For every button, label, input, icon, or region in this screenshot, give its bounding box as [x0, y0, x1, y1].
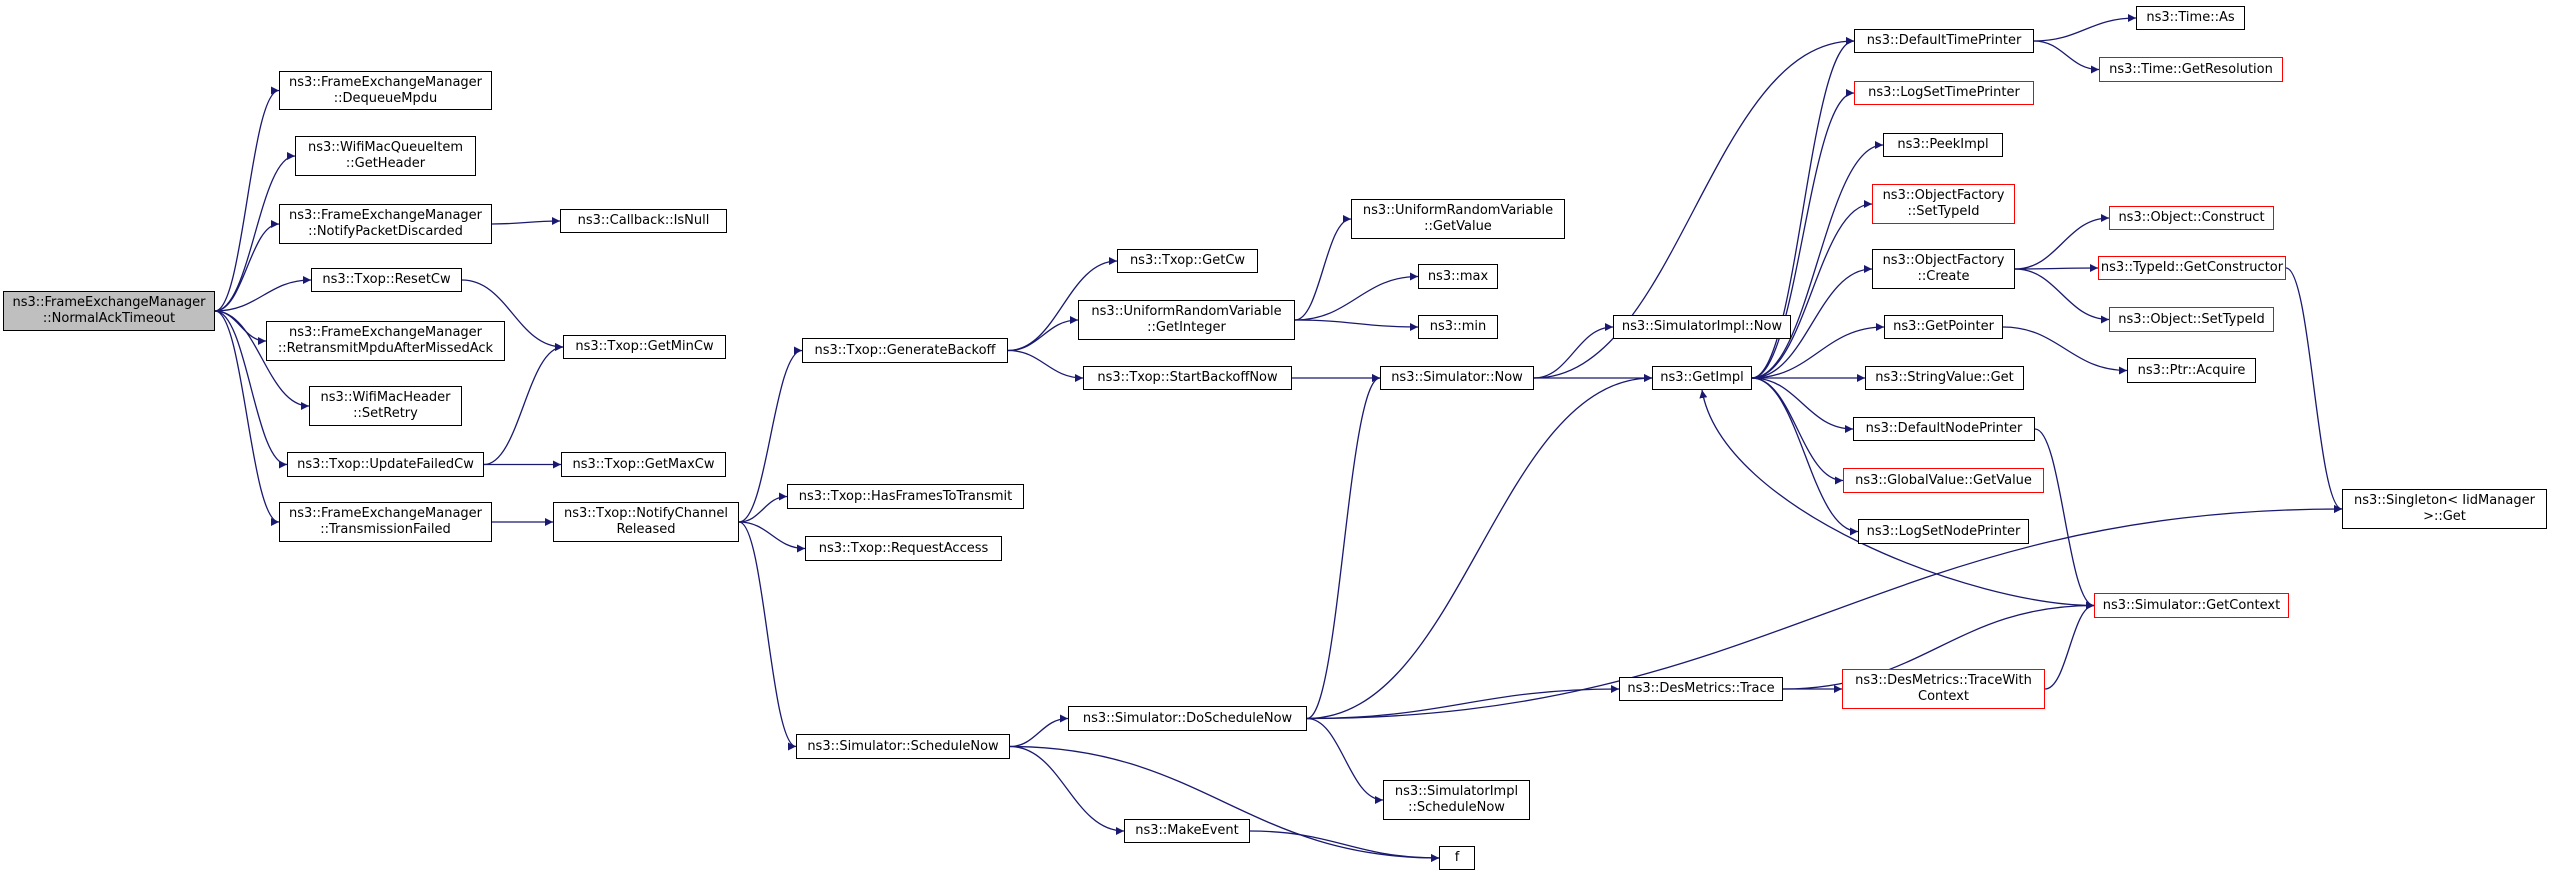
node-get-cw[interactable]: ns3::Txop::GetCw [1117, 249, 1258, 273]
node-log-set-node-printer[interactable]: ns3::LogSetNodePrinter [1858, 519, 2029, 544]
edge-simNow-to-defTimePrinter [1533, 37, 1855, 379]
edge-genBackoff-to-urvGetInt [1007, 316, 1079, 352]
edge-notifyChRel-to-reqAccess [738, 521, 806, 553]
node-urv-get-int[interactable]: ns3::UniformRandomVariable ::GetInteger [1078, 300, 1295, 340]
edge-naTimeout-to-resetCw [214, 276, 312, 312]
node-def-node-printer[interactable]: ns3::DefaultNodePrinter [1853, 417, 2035, 441]
edge-doSchedNow-to-getImpl [1306, 374, 1653, 720]
node-f[interactable]: f [1439, 846, 1475, 870]
node-do-sched-now[interactable]: ns3::Simulator::DoScheduleNow [1068, 706, 1307, 731]
edge-getImpl-to-logSetNodePrinter [1751, 377, 1859, 536]
edge-genBackoff-to-startBackoff [1007, 349, 1084, 382]
node-update-failed-cw[interactable]: ns3::Txop::UpdateFailedCw [287, 452, 484, 477]
node-sv-get[interactable]: ns3::StringValue::Get [1865, 366, 2024, 390]
node-log-set-time-printer[interactable]: ns3::LogSetTimePrinter [1854, 81, 2034, 105]
edge-naTimeout-to-txFailed [214, 310, 280, 526]
node-retransmit[interactable]: ns3::FrameExchangeManager ::RetransmitMp… [266, 321, 505, 361]
node-notify-ch-rel[interactable]: ns3::Txop::NotifyChannel Released [553, 502, 739, 542]
edge-resetCw-to-getMinCw [461, 279, 564, 351]
node-obj-set-type-id[interactable]: ns3::Object::SetTypeId [2109, 307, 2274, 332]
edge-urvGetInt-to-urvGetVal [1294, 215, 1352, 321]
edge-desTrace-to-simGetCtx [1782, 601, 2095, 690]
edge-ofCreate-to-tidGetCtor [2014, 264, 2099, 273]
edge-naTimeout-to-dequeue [214, 86, 280, 312]
node-obj-construct[interactable]: ns3::Object::Construct [2109, 206, 2274, 230]
edge-ofCreate-to-objSetTypeId [2014, 268, 2110, 324]
node-impl-now[interactable]: ns3::SimulatorImpl::Now [1613, 315, 1791, 339]
node-des-trace[interactable]: ns3::DesMetrics::Trace [1619, 677, 1783, 701]
edge-defNodePrinter-to-simGetCtx [2034, 428, 2095, 610]
node-des-trace-ctx[interactable]: ns3::DesMetrics::TraceWith Context [1842, 669, 2045, 709]
node-tid-get-ctor[interactable]: ns3::TypeId::GetConstructor [2098, 256, 2286, 280]
node-def-time-printer[interactable]: ns3::DefaultTimePrinter [1854, 29, 2034, 53]
edge-tidGetCtor-to-singletonGet [2285, 267, 2343, 513]
edge-getImpl-to-logSetTimePrinter [1751, 89, 1855, 379]
node-sim-get-ctx[interactable]: ns3::Simulator::GetContext [2094, 593, 2289, 618]
edge-getImpl-to-ofSetTypeId [1751, 200, 1873, 379]
edge-notifyChRel-to-hasFrames [738, 492, 788, 523]
edge-notifyChRel-to-schedNow [738, 521, 797, 751]
edge-getPointer-to-ptrAcquire [2002, 326, 2128, 375]
node-start-backoff[interactable]: ns3::Txop::StartBackoffNow [1083, 366, 1292, 390]
edge-getImpl-to-defNodePrinter [1751, 377, 1854, 433]
node-get-pointer[interactable]: ns3::GetPointer [1884, 315, 2003, 339]
node-get-header[interactable]: ns3::WifiMacQueueItem ::GetHeader [295, 136, 476, 176]
edge-updateFailedCw-to-getMinCw [483, 343, 564, 466]
edge-notifyDiscard-to-cbIsNull [491, 217, 561, 226]
node-cb-is-null[interactable]: ns3::Callback::IsNull [560, 209, 727, 233]
node-of-create[interactable]: ns3::ObjectFactory ::Create [1872, 249, 2015, 289]
edge-doSchedNow-to-simNow [1306, 374, 1381, 720]
edge-ofCreate-to-objConstruct [2014, 214, 2110, 270]
node-sched-now[interactable]: ns3::Simulator::ScheduleNow [796, 734, 1010, 759]
edge-getImpl-to-peekImpl [1751, 141, 1884, 379]
edge-schedNow-to-f [1009, 745, 1440, 862]
node-singleton-get[interactable]: ns3::Singleton< IidManager >::Get [2342, 489, 2547, 529]
edge-doSchedNow-to-implSchedNow [1306, 717, 1384, 804]
node-max[interactable]: ns3::max [1418, 264, 1498, 289]
node-set-retry[interactable]: ns3::WifiMacHeader ::SetRetry [309, 386, 462, 426]
node-get-max-cw[interactable]: ns3::Txop::GetMaxCw [561, 452, 726, 477]
node-make-event[interactable]: ns3::MakeEvent [1124, 819, 1250, 843]
node-get-min-cw[interactable]: ns3::Txop::GetMinCw [563, 335, 726, 359]
node-tx-failed[interactable]: ns3::FrameExchangeManager ::Transmission… [279, 502, 492, 542]
node-reset-cw[interactable]: ns3::Txop::ResetCw [311, 268, 462, 292]
edge-naTimeout-to-updateFailedCw [214, 310, 288, 469]
node-impl-sched-now[interactable]: ns3::SimulatorImpl ::ScheduleNow [1383, 780, 1530, 820]
node-gv-get-value[interactable]: ns3::GlobalValue::GetValue [1843, 468, 2044, 493]
node-time-res[interactable]: ns3::Time::GetResolution [2099, 57, 2283, 82]
edge-defTimePrinter-to-timeRes [2033, 40, 2100, 74]
edge-genBackoff-to-getCw [1007, 257, 1118, 352]
edge-getImpl-to-ofCreate [1751, 265, 1873, 379]
node-dequeue[interactable]: ns3::FrameExchangeManager ::DequeueMpdu [279, 71, 492, 110]
node-of-set-type-id[interactable]: ns3::ObjectFactory ::SetTypeId [1872, 184, 2015, 224]
node-req-access[interactable]: ns3::Txop::RequestAccess [805, 536, 1002, 561]
node-time-as[interactable]: ns3::Time::As [2136, 6, 2245, 30]
edge-urvGetInt-to-max [1294, 272, 1419, 321]
edge-naTimeout-to-setRetry [214, 310, 310, 410]
node-has-frames[interactable]: ns3::Txop::HasFramesToTransmit [787, 484, 1024, 509]
edge-makeEvent-to-f [1249, 830, 1440, 862]
edge-getImpl-to-getPointer [1751, 323, 1885, 379]
edge-defTimePrinter-to-timeAs [2033, 14, 2137, 42]
node-urv-get-val[interactable]: ns3::UniformRandomVariable ::GetValue [1351, 199, 1565, 239]
node-gen-backoff[interactable]: ns3::Txop::GenerateBackoff [802, 338, 1008, 363]
node-peek-impl[interactable]: ns3::PeekImpl [1883, 133, 2003, 157]
edge-notifyChRel-to-genBackoff [738, 346, 803, 523]
node-min[interactable]: ns3::min [1418, 315, 1498, 339]
node-na-timeout: ns3::FrameExchangeManager ::NormalAckTim… [3, 291, 215, 331]
edge-schedNow-to-makeEvent [1009, 745, 1125, 835]
edge-simNow-to-implNow [1533, 323, 1614, 379]
node-ptr-acquire[interactable]: ns3::Ptr::Acquire [2127, 358, 2256, 383]
edge-naTimeout-to-notifyDiscard [214, 220, 280, 312]
node-get-impl[interactable]: ns3::GetImpl [1652, 366, 1752, 390]
node-notify-discard[interactable]: ns3::FrameExchangeManager ::NotifyPacket… [279, 204, 492, 244]
node-sim-now[interactable]: ns3::Simulator::Now [1380, 366, 1534, 390]
edge-schedNow-to-doSchedNow [1009, 714, 1069, 748]
edge-urvGetInt-to-min [1294, 319, 1419, 331]
edge-getImpl-to-defTimePrinter [1751, 37, 1855, 379]
edge-doSchedNow-to-singletonGet [1306, 505, 2343, 720]
